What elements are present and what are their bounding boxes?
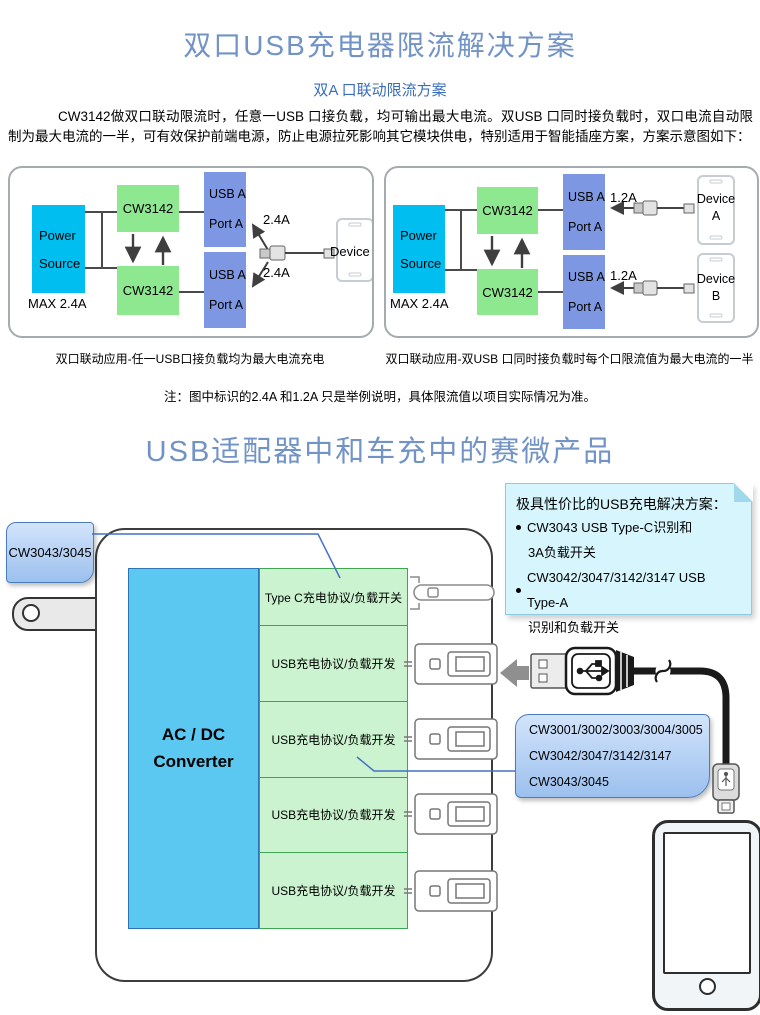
usb-cable-icon-bottom (633, 280, 695, 296)
protocol-block-usb-1: USB充电协议/负载开发 (259, 625, 408, 702)
protocol-block-usb-3: USB充电协议/负载开发 (259, 776, 408, 854)
smartphone-icon (652, 820, 760, 1011)
current-label-top: 1.2A (610, 190, 637, 205)
protocol-block-usb-4: USB充电协议/负载开发 (259, 852, 408, 929)
max-current-label: MAX 2.4A (28, 296, 87, 311)
cw3142-chip-bottom: CW3142 (477, 269, 538, 315)
usb-port-bottom: USB A Port A (563, 255, 605, 329)
current-label-bottom: 1.2A (610, 268, 637, 283)
bullet-dot (516, 525, 521, 530)
micro-usb-connector-icon (712, 763, 740, 814)
diagram-right-panel: Power Source MAX 2.4A CW3142 CW3142 USB … (384, 166, 759, 338)
solution-callout: 极具性价比的USB充电解决方案： CW3043 USB Type-C识别和 3A… (505, 482, 753, 635)
protocol-block-stack: Type C充电协议/负载开关 USB充电协议/负载开发 USB充电协议/负载开… (259, 568, 408, 929)
callout-bullet-1: CW3043 USB Type-C识别和 (516, 515, 741, 540)
usb-port-top: USB A Port A (563, 174, 605, 250)
acdc-converter-box: AC / DC Converter (128, 568, 259, 929)
insert-arrow-icon (500, 659, 529, 687)
usb-port-top: USB A Port A (204, 172, 246, 247)
phone-home-button (699, 978, 716, 995)
section1-subtitle: 双A 口联动限流方案 (313, 82, 447, 99)
usb-cable-icon-top (633, 200, 695, 216)
callout-title: 极具性价比的USB充电解决方案： (516, 496, 727, 512)
caption-left: 双口联动应用-任一USB口接负载均为最大电流充电 (55, 352, 325, 366)
current-label-bottom: 2.4A (263, 265, 290, 280)
power-source-box: Power Source (393, 205, 445, 293)
callout-bullet-2-cont: 识别和负载开关 (528, 620, 620, 635)
usb-cable-icon (259, 245, 335, 261)
callout-bullet-1-cont: 3A负载开关 (528, 545, 596, 560)
prong-hole (22, 604, 40, 622)
protocol-block-typec: Type C充电协议/负载开关 (259, 568, 408, 626)
diagram-left-panel: Power Source MAX 2.4A CW3142 CW3142 USB … (8, 166, 374, 338)
folded-corner (733, 482, 753, 502)
page-title: 双口USB充电器限流解决方案 (183, 30, 577, 61)
cw3142-chip-top: CW3142 (117, 185, 179, 232)
usba-plug-icon (530, 646, 634, 696)
usb-port-bottom: USB A Port A (204, 252, 246, 328)
cw3142-chip-top: CW3142 (477, 187, 538, 234)
chip-list-tag: CW3001/3002/3003/3004/3005 CW3042/3047/3… (515, 714, 710, 798)
intro-paragraph: CW3142做双口联动限流时，任意一USB 口接负载，均可输出最大电流。双USB… (8, 109, 753, 144)
ac-plug-prong (12, 597, 102, 631)
chip-crosslink-arrows (124, 234, 172, 265)
section2-title: USB适配器中和车充中的赛微产品 (145, 436, 615, 468)
usb-trident-icon (576, 660, 610, 682)
chip-crosslink-arrows (483, 236, 531, 268)
device-a-label: Device A (696, 192, 736, 223)
power-source-box: Power Source (32, 205, 85, 293)
caption-right: 双口联动应用-双USB 口同时接负载时每个口限流值为最大电流的一半 (385, 352, 754, 366)
callout-bullet-2: CW3042/3047/3142/3147 USB Type-A (516, 565, 741, 615)
device-label: Device (330, 244, 370, 259)
cw3142-chip-bottom: CW3142 (117, 266, 179, 315)
current-label-top: 2.4A (263, 212, 290, 227)
device-b-label: Device B (696, 272, 736, 303)
max-current-label: MAX 2.4A (390, 296, 449, 311)
bullet-dot (516, 587, 521, 593)
cw3043-3045-tag: CW3043/3045 (6, 522, 94, 583)
footnote: 注：图中标识的2.4A 和1.2A 只是举例说明，具体限流值以项目实际情况为准。 (164, 390, 596, 404)
protocol-block-usb-2: USB充电协议/负载开发 (259, 700, 408, 778)
phone-screen (663, 832, 751, 974)
